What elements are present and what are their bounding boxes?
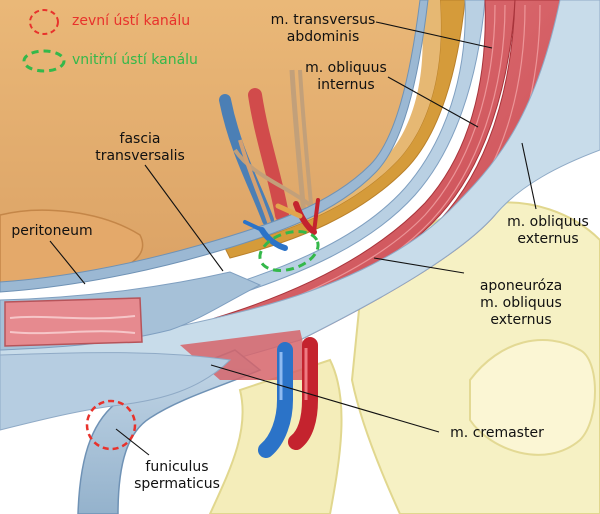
label-funiculus-spermaticus: funiculus spermaticus [124, 459, 230, 493]
label-internus-line1: m. obliquus [305, 60, 387, 76]
legend-red-symbol [29, 9, 59, 35]
label-aponeurosis: aponeuróza m. obliquus externus [466, 278, 576, 329]
rectus-muscle [4, 297, 143, 347]
internal-ring-marker [258, 230, 320, 272]
abdominal-cavity [0, 0, 420, 282]
label-obliquus-internus: m. obliquus internus [296, 60, 396, 94]
legend-green-symbol [22, 49, 66, 73]
lower-fascia [0, 352, 232, 431]
label-aponeurosis-line3: externus [490, 312, 552, 328]
label-fascia-line1: fascia [119, 131, 161, 147]
label-funiculus-line1: funiculus [145, 459, 209, 475]
label-transversus-line2: abdominis [286, 29, 360, 45]
label-obliquus-externus: m. obliquus externus [498, 214, 598, 248]
pelvic-bone [208, 201, 600, 514]
label-aponeurosis-line1: aponeuróza [479, 278, 563, 294]
label-transversus-abdominis: m. transversus abdominis [262, 12, 384, 46]
legend-internal-ring-label: vnitřní ústí kanálu [72, 52, 198, 68]
legend-external-ring-label: zevní ústí kanálu [72, 13, 191, 29]
deep-ring-vessels [243, 198, 320, 251]
fascia-transversalis [0, 0, 429, 293]
femoral-vessels [258, 337, 318, 458]
label-fascia-line2: transversalis [95, 148, 185, 164]
external-ring-marker [85, 399, 137, 451]
label-cremaster-line1: m. cremaster [450, 425, 544, 441]
label-fascia-transversalis: fascia transversalis [80, 131, 200, 165]
label-internus-line2: internus [317, 77, 375, 93]
label-externus-line1: m. obliquus [507, 214, 589, 230]
rectus-tendon-lines [9, 315, 136, 335]
label-aponeurosis-line2: m. obliquus [480, 295, 562, 311]
label-transversus-line1: m. transversus [270, 12, 376, 28]
label-externus-line2: externus [517, 231, 579, 247]
label-cremaster: m. cremaster [442, 425, 552, 442]
pelvic-vessels [219, 69, 322, 226]
label-peritoneum: peritoneum [2, 223, 102, 240]
label-funiculus-line2: spermaticus [134, 476, 220, 492]
label-peritoneum-line1: peritoneum [11, 223, 93, 239]
leader-lines [49, 21, 537, 456]
